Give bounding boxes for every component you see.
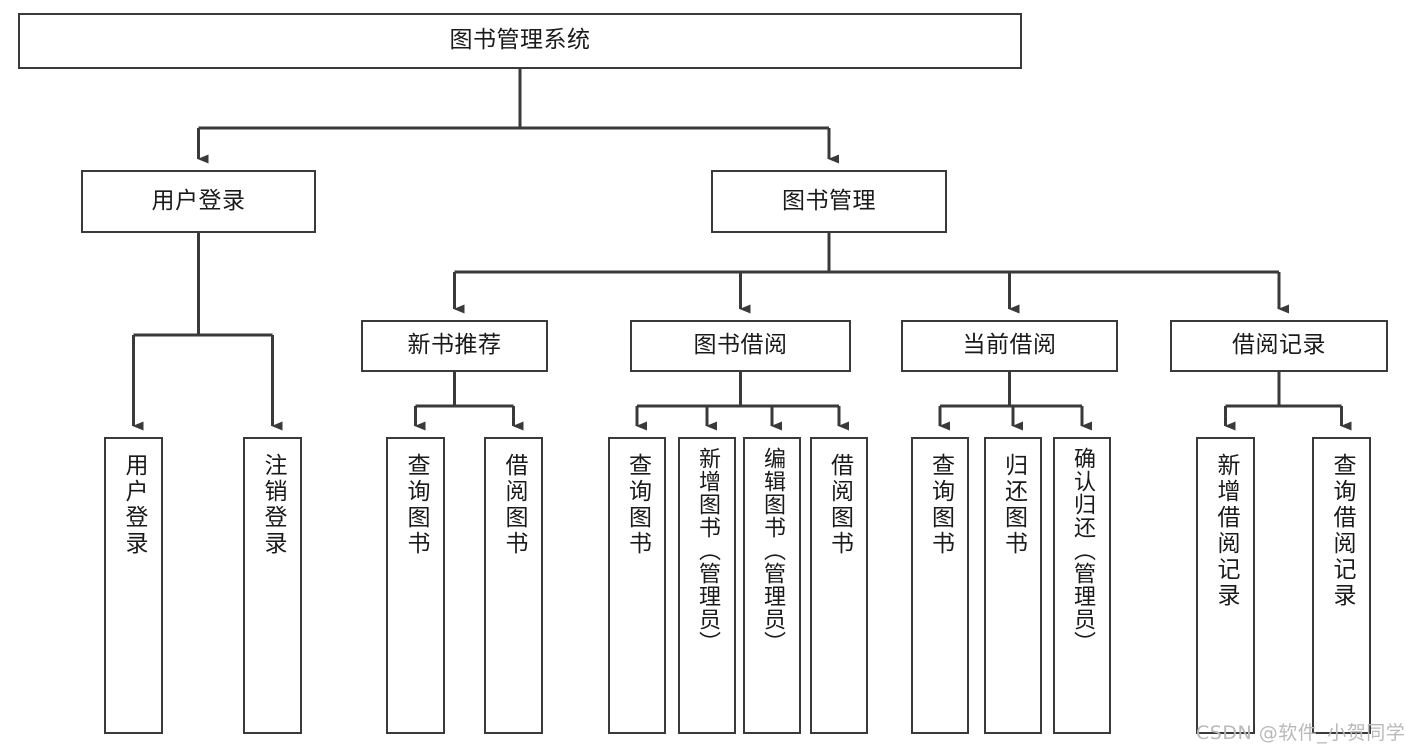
node-label: 图书借阅 xyxy=(693,332,788,359)
node-label: 新书推荐 xyxy=(407,332,502,359)
csdn-watermark: CSDN @软件_小贺同学 xyxy=(1196,722,1405,744)
node-label: 查询图书 xyxy=(624,453,651,557)
node-label: 编辑图书（管理员） xyxy=(760,447,785,654)
node-label: 借阅记录 xyxy=(1232,332,1326,359)
node-leaf-query-record[interactable]: 查询借阅记录 xyxy=(1312,437,1371,734)
node-label: 查询图书 xyxy=(927,453,954,557)
node-label: 用户登录 xyxy=(121,453,147,557)
node-label: 用户登录 xyxy=(151,187,246,214)
node-leaf-logout[interactable]: 注销登录 xyxy=(243,437,302,734)
node-leaf-query-book-1[interactable]: 查询图书 xyxy=(386,437,445,734)
node-current-borrow[interactable]: 当前借阅 xyxy=(901,320,1118,372)
node-label: 查询借阅记录 xyxy=(1329,453,1355,609)
node-label: 图书管理 xyxy=(782,187,876,214)
node-leaf-add-book[interactable]: 新增图书（管理员） xyxy=(678,437,736,734)
node-borrow-record[interactable]: 借阅记录 xyxy=(1170,320,1388,372)
node-leaf-return-book[interactable]: 归还图书 xyxy=(984,437,1042,734)
node-user-login[interactable]: 用户登录 xyxy=(81,170,316,233)
node-leaf-borrow-book-2[interactable]: 借阅图书 xyxy=(810,437,868,734)
node-new-book-recommend[interactable]: 新书推荐 xyxy=(361,320,548,372)
node-label: 借阅图书 xyxy=(501,453,527,557)
node-leaf-query-book-2[interactable]: 查询图书 xyxy=(608,437,666,734)
node-label: 当前借阅 xyxy=(962,332,1057,359)
node-label: 图书管理系统 xyxy=(449,27,591,54)
node-leaf-borrow-book-1[interactable]: 借阅图书 xyxy=(484,437,543,734)
node-leaf-user-login[interactable]: 用户登录 xyxy=(104,437,163,734)
node-label: 借阅图书 xyxy=(826,453,853,557)
node-leaf-edit-book[interactable]: 编辑图书（管理员） xyxy=(743,437,801,734)
node-label: 确认归还（管理员） xyxy=(1070,447,1095,654)
node-leaf-confirm-return[interactable]: 确认归还（管理员） xyxy=(1053,437,1111,734)
node-label: 新增借阅记录 xyxy=(1213,453,1239,609)
node-root[interactable]: 图书管理系统 xyxy=(18,13,1022,69)
node-leaf-query-book-3[interactable]: 查询图书 xyxy=(911,437,969,734)
node-label: 查询图书 xyxy=(403,453,429,557)
node-book-management[interactable]: 图书管理 xyxy=(711,170,947,233)
node-book-borrow[interactable]: 图书借阅 xyxy=(630,320,851,372)
node-label: 归还图书 xyxy=(1000,453,1027,557)
node-label: 注销登录 xyxy=(260,453,286,557)
node-label: 新增图书（管理员） xyxy=(695,447,720,654)
node-leaf-add-record[interactable]: 新增借阅记录 xyxy=(1196,437,1255,734)
